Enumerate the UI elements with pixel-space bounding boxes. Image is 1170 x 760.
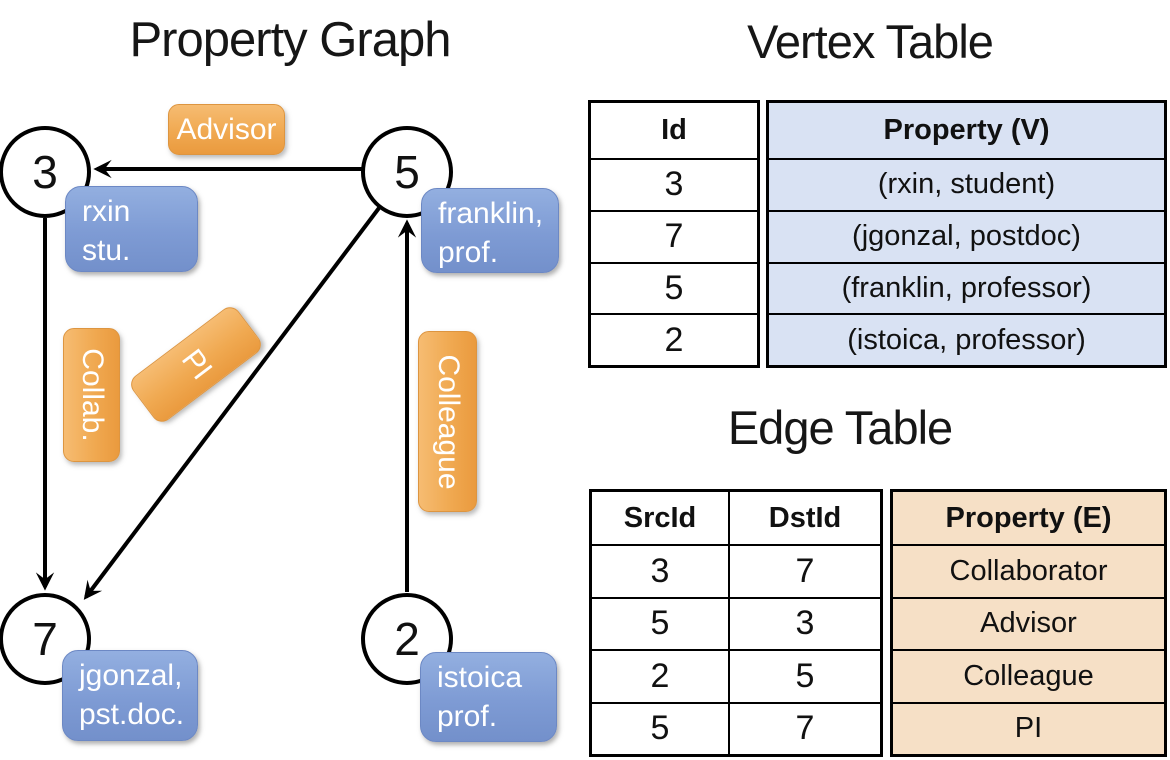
edge-table-header-dstid: DstId: [728, 492, 880, 544]
pi-label-text: PI: [174, 342, 219, 386]
vertex-table-property-column: Property (V) (rxin, student) (jgonzal, p…: [766, 100, 1167, 368]
edge-row-dstid: 3: [728, 596, 880, 649]
vertex-2-line1: istoica: [437, 661, 523, 694]
vertex-3-line2: stu.: [82, 234, 131, 267]
edge-row-property: PI: [893, 701, 1164, 755]
vertex-table-id-column: Id 3 7 5 2: [588, 100, 760, 368]
colleague-label-text: Colleague: [431, 353, 465, 490]
vertex-2-line2: prof.: [437, 700, 498, 733]
graph-node-5: 5: [361, 126, 453, 218]
vertex-property-box-2: istoica prof.: [420, 652, 557, 742]
vertex-5-line1: franklin,: [438, 197, 544, 230]
vertex-3-line1: rxin: [82, 195, 131, 228]
collab-label-text: Collab.: [75, 348, 109, 442]
node-7-id: 7: [32, 613, 58, 665]
edge-row-property: Advisor: [893, 596, 1164, 650]
edge-row-srcid: 5: [592, 596, 728, 650]
edge-label-collab: Collab.: [63, 328, 120, 462]
vertex-row-property: (istoica, professor): [769, 313, 1164, 365]
edge-label-colleague: Colleague: [418, 331, 477, 512]
vertex-7-line1: jgonzal,: [79, 659, 183, 692]
edge-table-title: Edge Table: [727, 401, 953, 454]
vertex-row-id: 7: [591, 209, 757, 262]
vertex-property-box-5: franklin, prof.: [421, 188, 559, 273]
vertex-5-line2: prof.: [438, 236, 499, 269]
vertex-row-id: 3: [591, 158, 757, 210]
vertex-row-id: 5: [591, 261, 757, 314]
vertex-table-header-id: Id: [661, 114, 687, 146]
edge-row-dstid: 7: [728, 701, 880, 754]
edge-row-srcid: 2: [592, 649, 728, 702]
edge-5-to-7-pi: [83, 206, 381, 600]
advisor-label-text: Advisor: [176, 112, 277, 146]
edge-row-dstid: 5: [728, 649, 880, 702]
edge-label-advisor: Advisor: [168, 104, 285, 155]
edge-table-header-property: Property (E): [945, 501, 1112, 534]
vertex-property-box-3: rxin stu.: [65, 186, 198, 272]
graph-edges: [35, 159, 417, 600]
vertex-row-property: (jgonzal, postdoc): [769, 209, 1164, 262]
edge-row-dstid: 7: [728, 544, 880, 597]
node-2-id: 2: [394, 613, 420, 665]
vertex-table-title: Vertex Table: [747, 15, 994, 68]
graph-node-2: 2: [361, 593, 453, 685]
node-3-id: 3: [32, 146, 58, 198]
edge-row-srcid: 3: [592, 544, 728, 597]
vertex-row-id: 2: [591, 313, 757, 365]
node-5-id: 5: [394, 146, 420, 198]
vertex-row-property: (franklin, professor): [769, 261, 1164, 314]
edge-row-property: Colleague: [893, 649, 1164, 702]
vertex-property-box-7: jgonzal, pst.doc.: [62, 650, 198, 741]
property-graph-title: Property Graph: [129, 13, 452, 67]
vertex-7-line2: pst.doc.: [79, 698, 185, 731]
vertex-table-header-property: Property (V): [883, 114, 1050, 146]
edge-table-property-column: Property (E) Collaborator Advisor Collea…: [890, 489, 1167, 757]
edge-table-header-srcid: SrcId: [623, 501, 697, 534]
edge-row-srcid: 5: [592, 701, 728, 755]
edge-table-id-columns: SrcId DstId 3 7 5 3 2 5 5 7: [589, 489, 883, 757]
vertex-row-property: (rxin, student): [769, 158, 1164, 210]
edge-row-property: Collaborator: [893, 544, 1164, 597]
